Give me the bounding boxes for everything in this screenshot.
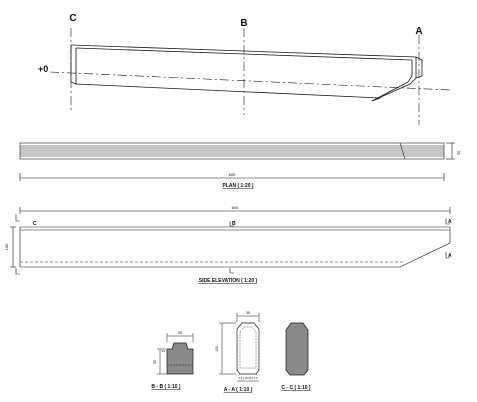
- section-cc: C - C ( 1:10 ): [281, 322, 311, 391]
- beam-right-face: [407, 60, 413, 83]
- plan-title: PLAN ( 1:20 ): [222, 183, 253, 189]
- elev-marker-c-arrow: [15, 214, 20, 222]
- beam-bottom-edge: [75, 83, 381, 99]
- elev-marker-a-arrow: [445, 218, 450, 225]
- elev-title: SIDE ELEVATION ( 1:20 ): [199, 278, 258, 284]
- section-bb-width-label: 35: [178, 331, 182, 335]
- elev-marker-c: C: [33, 221, 37, 227]
- beam-left-end: [70, 45, 77, 85]
- section-aa-inner: [239, 326, 257, 369]
- beam-top-edge: [70, 44, 417, 58]
- section-bb-side-label: 25: [162, 349, 166, 353]
- section-aa-width-label: 35: [246, 311, 250, 315]
- beam-tapered-end: [371, 57, 417, 102]
- section-aa-bottom-label: 2.5 | 20.25 | 2.5: [238, 376, 258, 380]
- plan-outline: [19, 142, 445, 160]
- level-marker: +0: [38, 64, 48, 74]
- center-lines: [49, 28, 451, 125]
- plan-overall-dim: 600: [229, 172, 236, 177]
- side-elevation-view: [10, 207, 451, 275]
- level-line: [49, 71, 451, 91]
- elev-outline: [19, 226, 451, 268]
- section-bb-profile: [166, 342, 194, 375]
- elev-marker-a-bottom: A: [448, 253, 452, 259]
- section-aa-title: A - A ( 1:10 ): [224, 387, 253, 393]
- elev-marker-a-top: A: [448, 219, 452, 225]
- section-aa: 35 100 2.5 | 20.25 | 2.5 A - A ( 1:10 ): [215, 311, 260, 393]
- section-marker-a: A: [415, 26, 422, 37]
- beam-slope-line: [371, 81, 409, 102]
- elev-marker-b: B: [232, 221, 236, 227]
- section-cc-profile: [285, 322, 309, 376]
- elev-marker-a2-arrow: [445, 252, 450, 259]
- section-aa-profile: [236, 322, 260, 375]
- plan-width-dim: 35: [456, 150, 461, 155]
- section-cc-title: C - C ( 1:10 ): [281, 385, 311, 391]
- section-bb: 35 35 25 B - B ( 1:10 ): [151, 331, 194, 390]
- elev-height-dim: 100: [4, 243, 9, 250]
- elev-overall-dim: 600: [232, 205, 239, 210]
- plan-end-mark: [399, 142, 406, 160]
- elev-marker-b-arrow: [229, 221, 234, 227]
- section-bb-height-label: 35: [153, 360, 157, 364]
- section-bb-title: B - B ( 1:10 ): [151, 384, 181, 390]
- perspective-view: [70, 44, 423, 102]
- section-marker-b: B: [240, 18, 247, 29]
- section-aa-height-label: 100: [215, 346, 219, 352]
- elev-marker-b2-arrow: [229, 268, 234, 274]
- section-marker-c: C: [69, 13, 76, 24]
- plan-view: [19, 142, 455, 181]
- elev-marker-c2-arrow: [15, 268, 20, 275]
